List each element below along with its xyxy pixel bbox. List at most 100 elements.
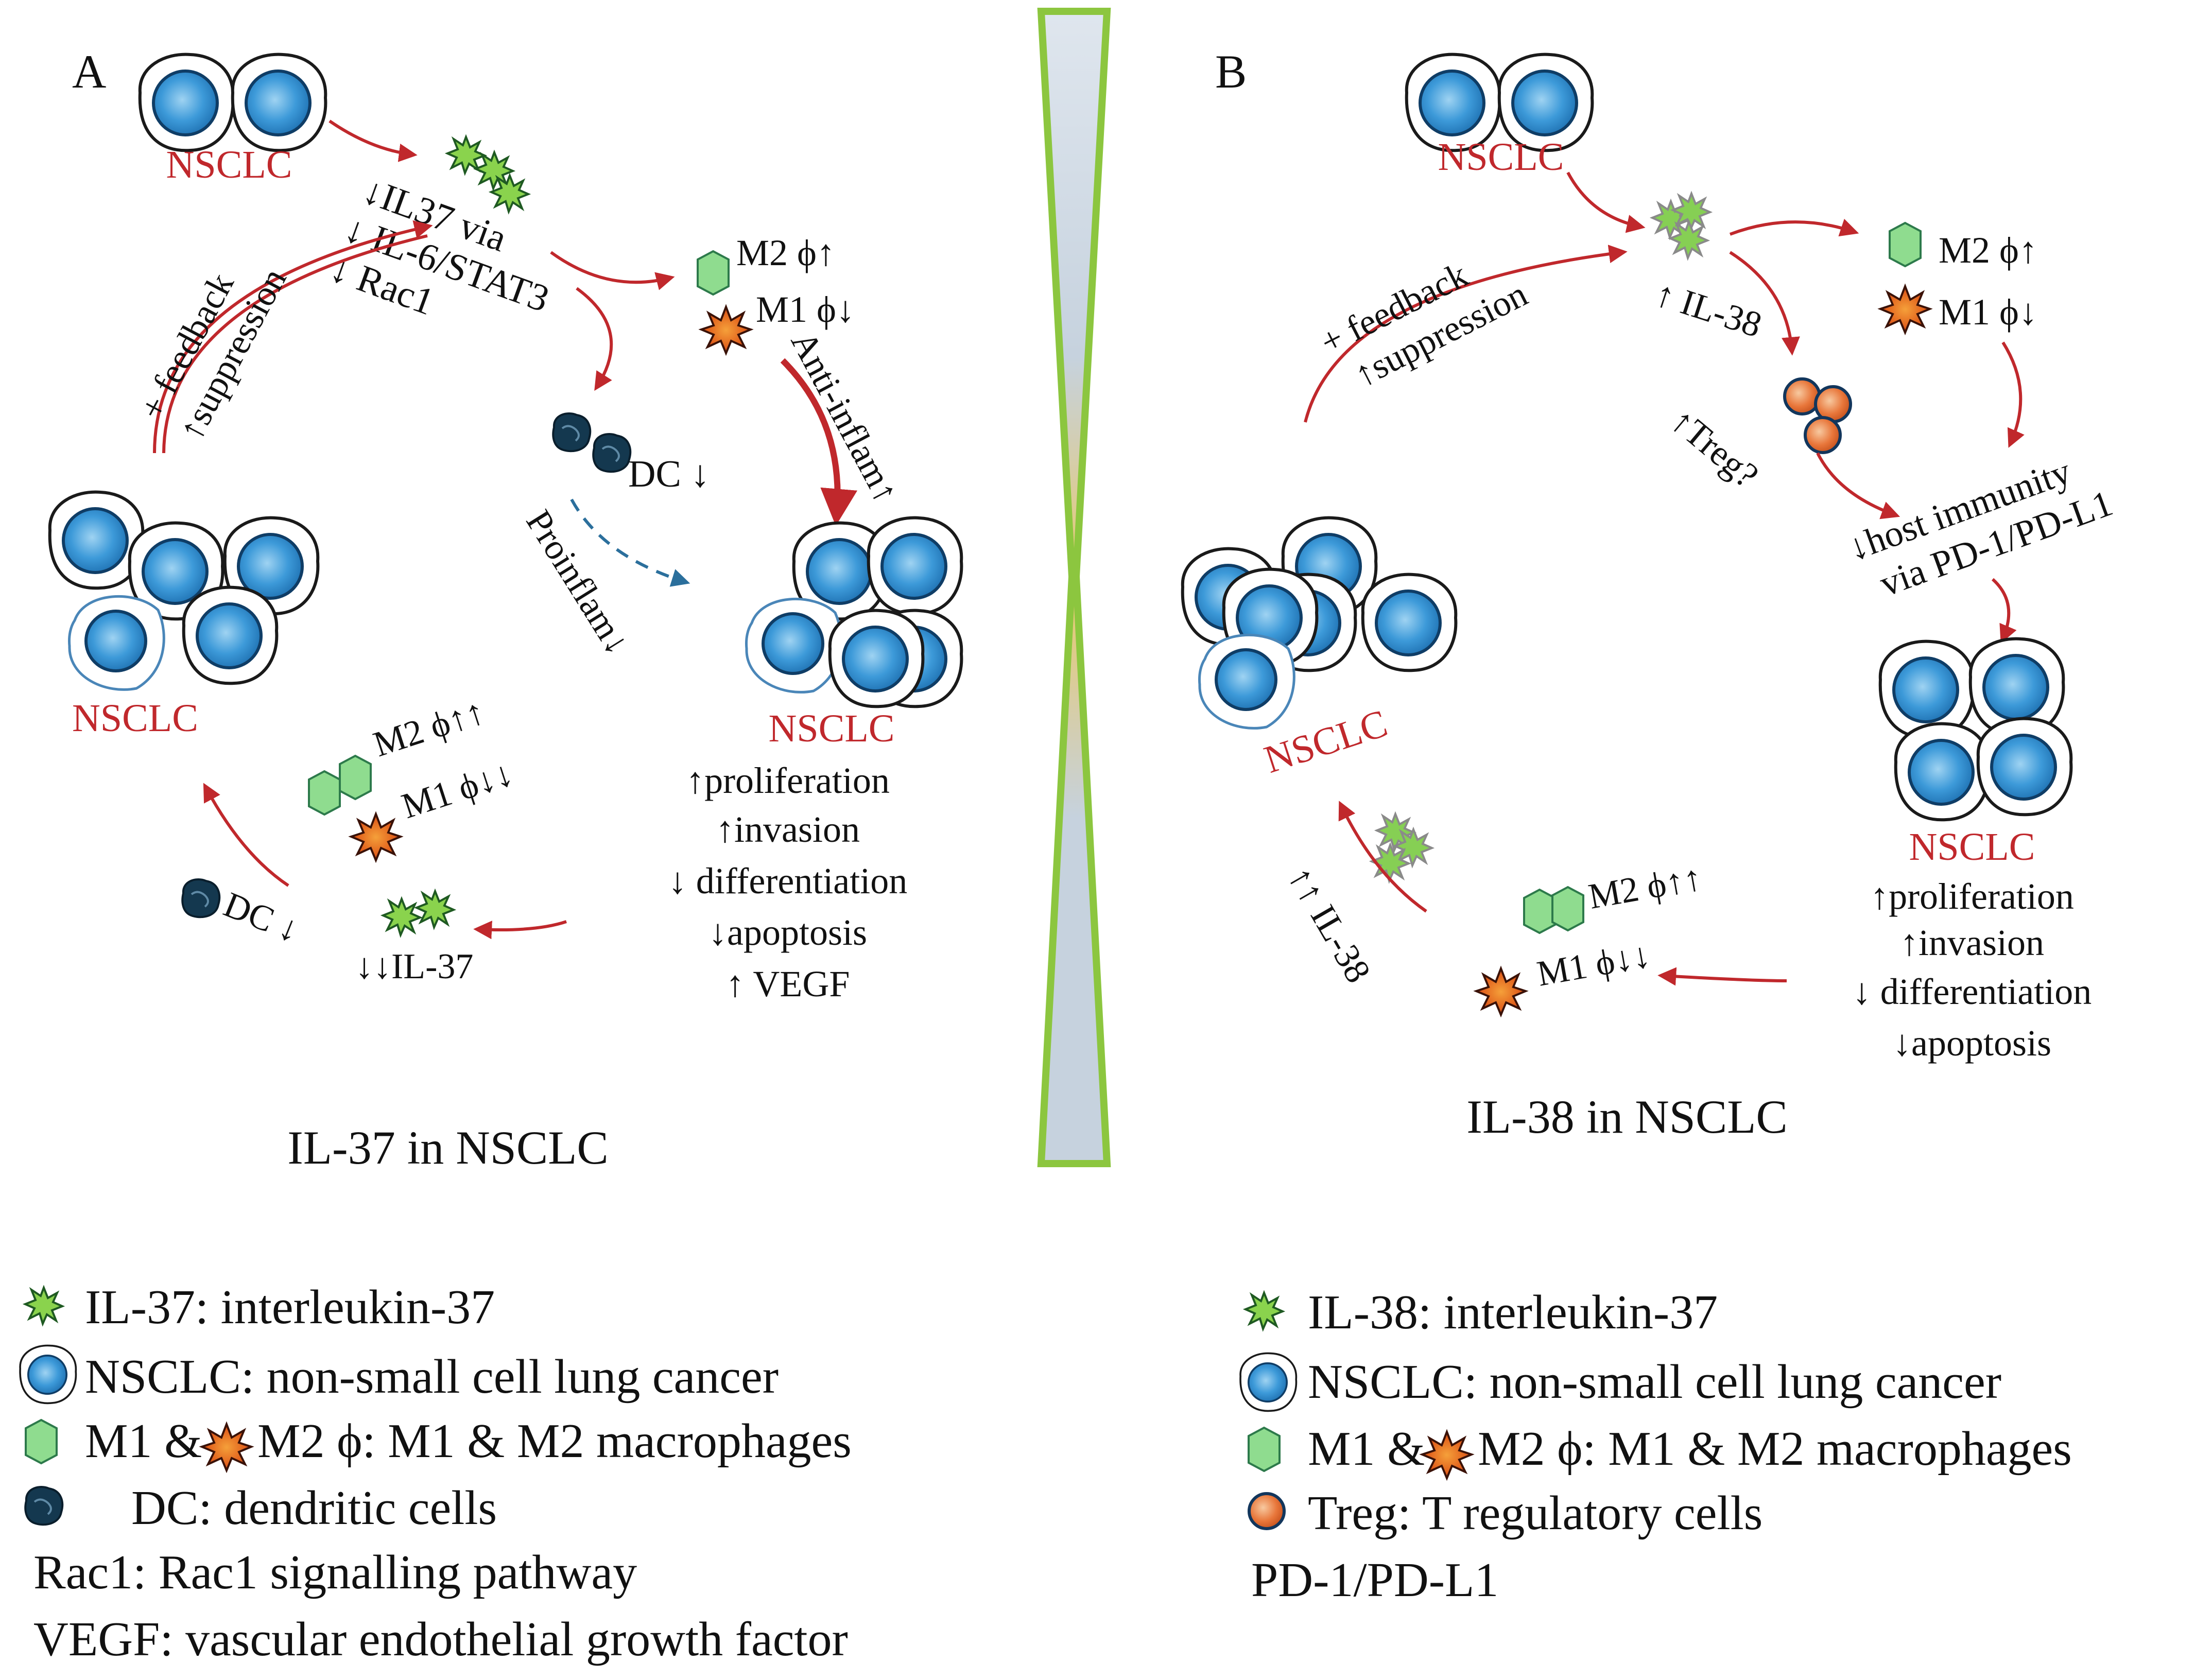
legend-b-nsclc: NSCLC: non-small cell lung cancer — [1308, 1355, 2001, 1409]
left-nsclc-label-a: NSCLC — [72, 697, 198, 740]
legend-dc-icon — [24, 1486, 64, 1526]
proinflam-label: Proinflam↓ — [518, 504, 637, 662]
legend-a-mac-a: M1 & — [85, 1414, 202, 1468]
il38-stars-icon — [1651, 193, 1711, 259]
effect-a-3: ↓apoptosis — [708, 912, 867, 953]
legend-a: IL-37: interleukin-37 NSCLC: non-small c… — [19, 1280, 852, 1666]
m1-downdown-label-a: M1 ϕ↓↓ — [397, 754, 518, 827]
legend-a-vegf: VEGF: vascular endothelial growth factor — [33, 1613, 848, 1666]
legend-b-pd1: PD-1/PD-L1 — [1251, 1553, 1498, 1607]
legend-b-m1-hex-icon — [1248, 1427, 1281, 1472]
nsclc-cell-cluster-top-a — [140, 55, 326, 151]
il38-up-label: ↑ IL-38 — [1650, 274, 1766, 345]
legend-a-nsclc: NSCLC: non-small cell lung cancer — [85, 1350, 779, 1404]
anti-inflam-label: Anti-inflam↑ — [783, 325, 907, 510]
arrow-to-il37-bottom — [473, 920, 567, 940]
panel-b-caption: IL-38 in NSCLC — [1466, 1090, 1788, 1143]
nsclc-cluster-right-b — [1880, 639, 2071, 820]
proinflam-arrow — [570, 498, 690, 587]
feedback-arrow-a — [153, 220, 433, 454]
il37-small-stars-icon — [382, 890, 455, 936]
feedback-arrow-b — [1304, 245, 1628, 423]
legend-il38-star-icon — [1245, 1292, 1284, 1330]
arrow-to-m2-b — [1729, 218, 1859, 237]
il37-stars-icon — [446, 136, 529, 213]
legend-a-rac1: Rac1: Rac1 signalling pathway — [33, 1546, 637, 1599]
m2-macrophage-icon-pb — [1889, 222, 1922, 267]
dc-icon-a2 — [592, 433, 632, 473]
legend-nsclc-cell-icon — [19, 1344, 77, 1405]
legend-b-mac-b: M2 ϕ: M1 & M2 macrophages — [1478, 1422, 2072, 1476]
dc-icon-a — [552, 412, 592, 453]
panel-b-top-nsclc-label: NSCLC — [1438, 135, 1564, 179]
arrow-host-to-nsclc-b — [1991, 578, 2017, 644]
m1-macrophage-icon-pb — [1879, 285, 1931, 334]
arrow-to-left-nsclc-a — [203, 783, 289, 887]
center-divider — [1037, 8, 1111, 1167]
dc-icon-bottom-a — [181, 878, 221, 919]
m1-downdown-label-b: M1 ϕ↓↓ — [1534, 935, 1653, 994]
m2-macrophage-icon-b2 — [339, 755, 372, 800]
m1-macrophage-icon — [700, 306, 752, 354]
m2-upup-label-b: M2 ϕ↑↑ — [1585, 858, 1705, 916]
anti-inflam-arrow — [780, 358, 858, 526]
legend-a-dc: DC: dendritic cells — [131, 1481, 497, 1535]
m2-up-label-a: M2 ϕ↑ — [736, 232, 835, 273]
effect-a-0: ↑proliferation — [686, 760, 890, 801]
nsclc-cluster-left-a — [50, 492, 318, 690]
m1-down-label-a: M1 ϕ↓ — [756, 289, 855, 330]
nsclc-cluster-right-a — [746, 518, 961, 707]
treg-label: ↑Treg? — [1663, 401, 1766, 496]
right-nsclc-label-b: NSCLC — [1909, 825, 2035, 869]
arrow-nsclc-to-il37 — [329, 119, 418, 162]
il37-downdown-label: ↓↓IL-37 — [355, 947, 473, 986]
nsclc-cluster-left-b — [1183, 518, 1456, 729]
arrow-to-dc-a — [576, 287, 613, 391]
m2-upup-label-a: M2 ϕ↑↑ — [369, 692, 490, 765]
m2-macrophage-icon-b1 — [308, 770, 341, 816]
m2-macrophage-icon — [697, 250, 730, 296]
effect-a-4: ↑ VEGF — [726, 963, 850, 1004]
m2-macrophage-icon-pb2 — [1523, 889, 1556, 934]
legend-treg-icon — [1249, 1494, 1284, 1529]
il38-upup-label: ↑↑ IL-38 — [1280, 860, 1378, 990]
legend-a-mac-b: M2 ϕ: M1 & M2 macrophages — [257, 1414, 852, 1468]
m1-macrophage-icon-pb2 — [1475, 967, 1527, 1016]
panel-b-letter: B — [1215, 45, 1247, 98]
legend-b-il38: IL-38: interleukin-37 — [1308, 1286, 1718, 1339]
panel-a-caption: IL-37 in NSCLC — [287, 1121, 609, 1174]
effect-a-2: ↓ differentiation — [668, 860, 908, 902]
effect-a-1: ↑invasion — [716, 809, 860, 850]
m2-macrophage-icon-pb3 — [1551, 886, 1584, 931]
dc-down-label-a: DC ↓ — [628, 453, 710, 495]
m1-macrophage-icon-b — [350, 813, 402, 861]
right-nsclc-label-a: NSCLC — [769, 707, 895, 750]
arrow-to-macrophages-a — [550, 251, 675, 290]
arrow-treg-to-host-b — [1816, 452, 1900, 519]
legend-b-mac-a: M1 & — [1308, 1422, 1425, 1476]
legend-b-treg: Treg: T regulatory cells — [1308, 1486, 1762, 1540]
panel-a: A NSCLC ↓IL37 via ↓ IL-6/STAT3 ↓ Rac1 + … — [50, 45, 962, 1174]
legend-il37-star-icon — [24, 1287, 63, 1325]
effects-list-a: ↑proliferation ↑invasion ↓ differentiati… — [668, 760, 908, 1004]
m1-down-label-b: M1 ϕ↓ — [1939, 291, 2037, 333]
panel-a-top-nsclc-label: NSCLC — [166, 143, 292, 186]
effects-list-b: ↑proliferation ↑invasion ↓ differentiati… — [1853, 876, 2092, 1064]
effect-b-3: ↓apoptosis — [1893, 1023, 2051, 1064]
feedback-text-a: + feedback ↑suppression — [132, 262, 295, 447]
effect-b-1: ↑invasion — [1900, 922, 2044, 963]
arrow-to-left-nsclc-b — [1338, 801, 1427, 913]
treg-icon — [1785, 379, 1851, 453]
arrow-m1-to-host-b — [2001, 341, 2025, 448]
panel-b: B NSCLC ↑ IL-38 + feedback ↑suppression … — [1183, 45, 2118, 1143]
arrow-nsclc-to-il38 — [1566, 171, 1646, 233]
dc-down-bottom-label-a: DC ↓ — [218, 885, 305, 950]
legend-b: IL-38: interleukin-37 NSCLC: non-small c… — [1239, 1286, 2072, 1607]
arrow-to-treg-b — [1729, 251, 1800, 356]
m2-up-label-b: M2 ϕ↑ — [1939, 230, 2037, 271]
effect-b-0: ↑proliferation — [1870, 876, 2074, 917]
legend-b-nsclc-cell-icon — [1239, 1352, 1298, 1412]
panel-a-letter: A — [72, 45, 106, 98]
legend-m1-hex-icon — [25, 1419, 58, 1464]
